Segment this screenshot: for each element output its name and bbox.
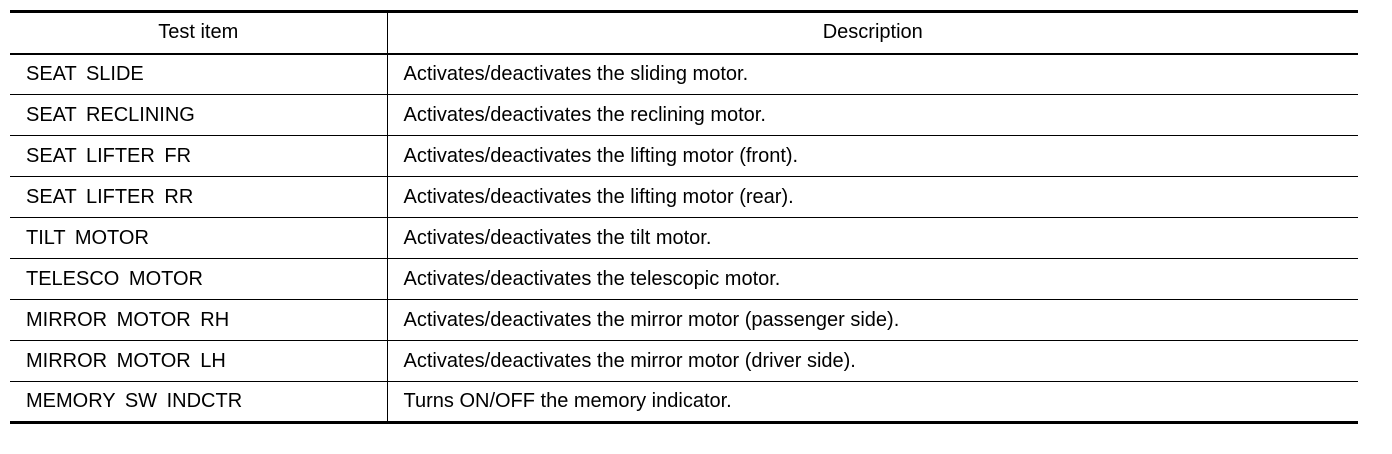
table-row: MIRROR MOTOR RH Activates/deactivates th…	[10, 299, 1358, 341]
test-item-cell: MEMORY SW INDCTR	[10, 381, 388, 423]
description-cell: Activates/deactivates the mirror motor (…	[387, 340, 1358, 382]
test-item-cell: MIRROR MOTOR RH	[10, 299, 388, 341]
test-item-cell: SEAT LIFTER RR	[10, 176, 388, 218]
test-item-cell: TELESCO MOTOR	[10, 258, 388, 300]
table-row: MIRROR MOTOR LH Activates/deactivates th…	[10, 340, 1358, 382]
description-cell: Activates/deactivates the lifting motor …	[387, 176, 1358, 218]
test-item-cell: SEAT RECLINING	[10, 94, 388, 136]
table-row: MEMORY SW INDCTR Turns ON/OFF the memory…	[10, 381, 1358, 423]
test-item-cell: TILT MOTOR	[10, 217, 388, 259]
table-row: SEAT RECLINING Activates/deactivates the…	[10, 94, 1358, 136]
header-description: Description	[387, 11, 1358, 55]
description-cell: Activates/deactivates the tilt motor.	[387, 217, 1358, 259]
test-item-cell: SEAT SLIDE	[10, 53, 388, 95]
table-row: SEAT SLIDE Activates/deactivates the sli…	[10, 53, 1358, 95]
description-cell: Turns ON/OFF the memory indicator.	[403, 390, 732, 412]
description-cell: Activates/deactivates the telescopic mot…	[387, 258, 1358, 300]
description-cell: Activates/deactivates the reclining moto…	[387, 94, 1358, 136]
description-cell: Activates/deactivates the lifting motor …	[387, 135, 1358, 177]
description-cell: Activates/deactivates the mirror motor (…	[387, 299, 1358, 341]
description-cell: Activates/deactivates the sliding motor.	[387, 53, 1358, 95]
table-row: SEAT LIFTER RR Activates/deactivates the…	[10, 176, 1358, 218]
table-row: SEAT LIFTER FR Activates/deactivates the…	[10, 135, 1358, 177]
test-item-cell: MIRROR MOTOR LH	[10, 340, 388, 382]
table-header-row: Test item Description	[10, 11, 1358, 55]
table-row: TELESCO MOTOR Activates/deactivates the …	[10, 258, 1358, 300]
header-test-item: Test item	[10, 11, 388, 55]
table-row: TILT MOTOR Activates/deactivates the til…	[10, 217, 1358, 259]
test-item-table: Test item Description SEAT SLIDE Activat…	[10, 10, 1358, 424]
test-item-cell: SEAT LIFTER FR	[10, 135, 388, 177]
